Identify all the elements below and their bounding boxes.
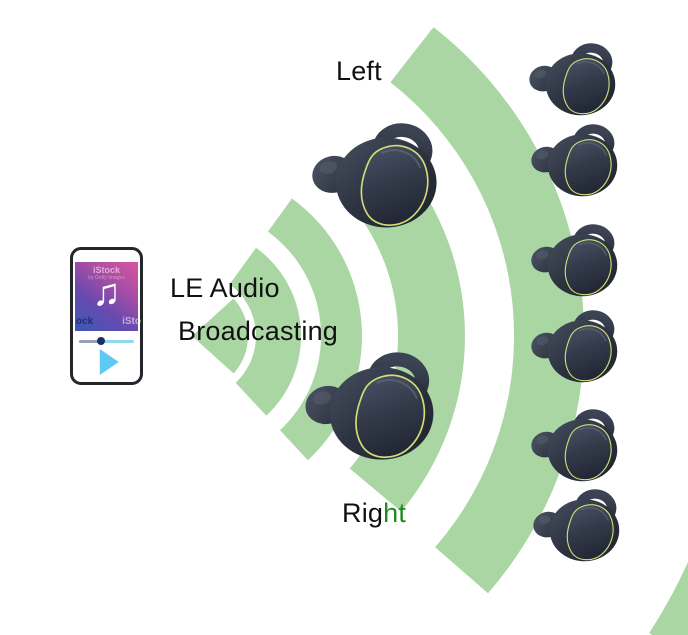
receiver-earbud-5 bbox=[529, 412, 618, 481]
receiver-earbud-4 bbox=[529, 313, 618, 382]
album-art: iStock by Getty Images ♫ ock iSto bbox=[75, 262, 141, 331]
progress-fill bbox=[79, 340, 101, 343]
istock-watermark-fragment-right: iSto bbox=[122, 316, 141, 327]
receiver-earbud-1 bbox=[527, 46, 616, 115]
broadcast-wedge bbox=[192, 298, 249, 374]
smartphone-source: iStock by Getty Images ♫ ock iSto bbox=[70, 247, 143, 385]
source-label-line1: LE Audio bbox=[170, 273, 280, 303]
music-note-icon: ♫ bbox=[92, 272, 121, 314]
earbud-left bbox=[308, 127, 436, 227]
istock-watermark-fragment-left: ock bbox=[76, 316, 94, 327]
receiver-earbud-3 bbox=[529, 227, 618, 296]
right-label-green-part: ht bbox=[383, 498, 407, 528]
left-earbud-label: Left bbox=[336, 56, 382, 86]
earbud-right bbox=[301, 356, 433, 459]
right-label-black-part: Rig bbox=[342, 498, 384, 528]
istock-watermark: iStock bbox=[92, 265, 120, 275]
progress-slider bbox=[79, 337, 134, 345]
receiver-earbud-6 bbox=[531, 492, 620, 561]
play-icon bbox=[99, 349, 119, 375]
broadcast-arc-5-sliver bbox=[649, 561, 688, 635]
receiver-earbud-2 bbox=[529, 127, 618, 196]
getty-watermark: by Getty Images bbox=[88, 275, 125, 281]
slider-thumb-icon bbox=[97, 337, 105, 345]
right-earbud-label: Right bbox=[342, 498, 407, 529]
broadcast-arc-1 bbox=[229, 247, 301, 416]
source-label-line2: Broadcasting bbox=[178, 316, 338, 346]
